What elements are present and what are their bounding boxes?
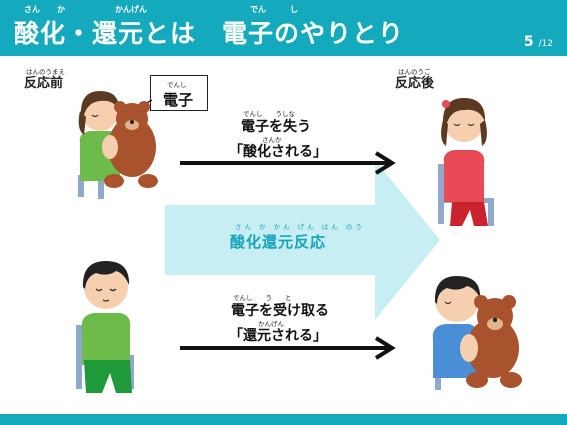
title-ruby-san: さん (24, 5, 40, 14)
reaction-label: 酸化還元反応 (230, 233, 327, 251)
before-ruby: はんのうまえ (26, 68, 65, 76)
electron-bubble-ruby: でんし (167, 81, 187, 89)
top-line2: 「酸化される」 (229, 144, 327, 160)
slide-title: 酸化・還元とは電子のやりとり (14, 14, 404, 50)
slide-footer-bar (0, 414, 567, 425)
top-line1: 電子を失う (241, 119, 311, 135)
title-part1: 酸化・還元とは (14, 19, 197, 48)
title-ruby-ka: か (57, 5, 65, 14)
bottom-line1: 電子を受け取る (231, 303, 329, 319)
title-ruby-den: でん (250, 5, 266, 14)
bottom-line2-ruby: かんげん (258, 320, 284, 328)
title-part2: 電子のやりとり (222, 19, 405, 48)
boy-with-bear-illustration (432, 276, 522, 390)
before-label: 反応前 (24, 76, 64, 91)
title-ruby-shi: し (290, 5, 298, 14)
girl-with-bear-illustration (78, 91, 158, 199)
top-line1-ruby: でんし うしな (243, 110, 295, 118)
bottom-line1-ruby: でんし う と (233, 294, 292, 302)
electron-bubble-text: 電子 (163, 91, 194, 109)
girl-illustration (438, 98, 494, 226)
bottom-arrow (180, 336, 396, 360)
reaction-ruby: さん か かん げん はん のう (235, 223, 365, 231)
reaction-big-arrow (165, 160, 440, 320)
bottom-line2: 「還元される」 (229, 328, 327, 344)
page-total: /12 (538, 39, 553, 49)
slide-header: さん か かんげん でん し 酸化・還元とは電子のやりとり 5 /12 (0, 0, 567, 56)
boy-illustration (76, 261, 134, 393)
page-current: 5 (523, 34, 534, 50)
top-line2-ruby: さんか (262, 136, 282, 144)
after-ruby: はんのうご (398, 68, 431, 76)
page-number: 5 /12 (524, 34, 553, 50)
top-arrow (180, 151, 396, 175)
title-ruby-kangen: かんげん (115, 5, 147, 14)
electron-bubble: でんし 電子 (150, 75, 208, 111)
after-label: 反応後 (395, 76, 435, 91)
